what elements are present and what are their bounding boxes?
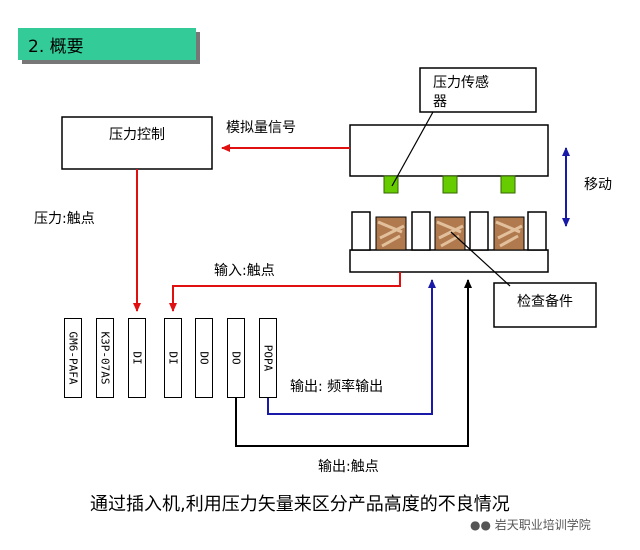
plc-module-6: DO [227, 318, 245, 398]
sensor-label-line2: 器 [433, 94, 447, 110]
input-contact-label: 输入:触点 [214, 263, 275, 279]
plc-module-label: DO [197, 351, 211, 365]
plc-module-label: DI [130, 351, 144, 365]
pressure-sensor-2 [442, 175, 458, 194]
inspection-part-label: 检查备件 [517, 294, 573, 310]
plc-module-label: DO [229, 351, 243, 365]
pressure-control-box [61, 116, 213, 170]
fixture-pin-2 [411, 211, 431, 251]
plc-module-label: GM6-PAFA [66, 331, 80, 385]
wechat-icon: ●● [470, 518, 491, 532]
frequency-output-label: 输出: 频率输出 [290, 379, 384, 395]
fixture-pin-3 [469, 211, 489, 251]
pressure-sensor-3 [500, 175, 516, 194]
plc-module-7: POPA [259, 318, 277, 398]
fixture-pin-1 [351, 211, 371, 251]
analog-signal-label: 模拟量信号 [226, 120, 296, 136]
inspection-part-2 [434, 216, 466, 251]
fixture-pin-4 [527, 211, 547, 251]
part-leader-line [450, 231, 511, 287]
watermark: ●● 岩天职业培训学院 [470, 516, 591, 533]
part-callout-box [493, 282, 597, 328]
inspection-part-1 [375, 216, 407, 251]
pressure-control-label: 压力控制 [109, 127, 165, 143]
watermark-text: 岩天职业培训学院 [494, 518, 591, 532]
plc-module-4: DI [164, 318, 182, 398]
section-header: 2. 概要 [18, 28, 196, 60]
inspection-part-3 [493, 216, 525, 251]
upper-press-plate [349, 124, 549, 177]
plc-module-label: K3P-07AS [98, 331, 112, 385]
input-contact-arrow [169, 272, 401, 312]
section-title: 2. 概要 [28, 36, 84, 57]
fixture-base [349, 249, 549, 273]
sensor-label-line1: 压力传感 [433, 75, 489, 91]
diagram-caption: 通过插入机,利用压力矢量来区分产品高度的不良情况 [90, 494, 510, 515]
plc-module-label: POPA [261, 344, 275, 372]
sensor-leader-line [391, 111, 434, 187]
plc-module-2: K3P-07AS [96, 318, 114, 398]
contact-output-label: 输出:触点 [318, 459, 379, 475]
sensor-callout-box [419, 67, 537, 113]
contact-output-arrow [235, 279, 472, 447]
pressure-contact-label: 压力:触点 [34, 211, 95, 227]
plc-module-5: DO [195, 318, 213, 398]
plc-module-1: GM6-PAFA [64, 318, 82, 398]
plc-module-label: DI [166, 351, 180, 365]
plc-module-3: DI [128, 318, 146, 398]
frequency-output-arrow [267, 279, 436, 415]
move-label: 移动 [584, 177, 612, 193]
